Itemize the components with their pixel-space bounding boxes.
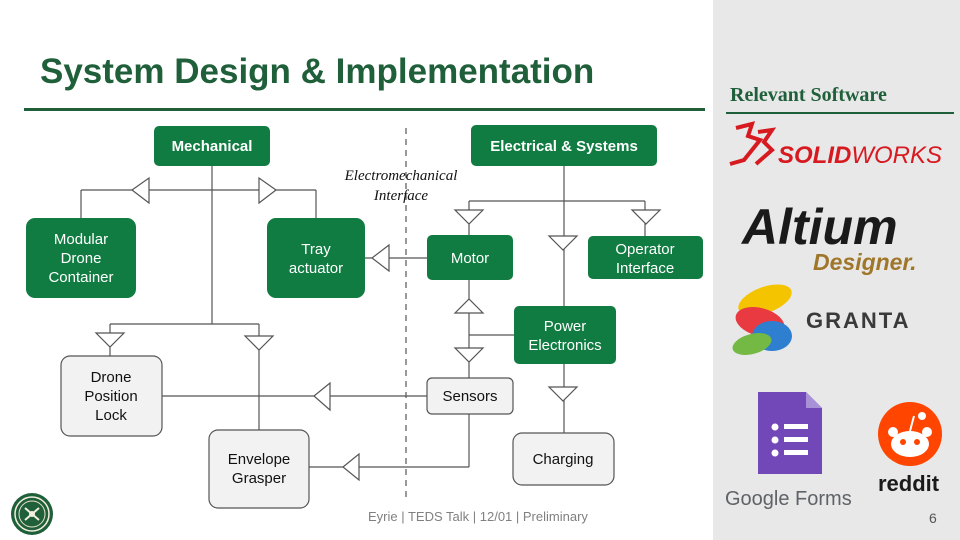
- svg-text:GRANTA: GRANTA: [806, 308, 910, 333]
- svg-text:Lock: Lock: [95, 407, 127, 424]
- node-operator-interface: Operator Interface: [588, 236, 703, 279]
- svg-text:Sensors: Sensors: [442, 388, 497, 405]
- svg-text:Electronics: Electronics: [528, 337, 601, 354]
- altium-logo: Altium Designer.: [740, 199, 917, 275]
- reddit-logo: reddit: [878, 402, 942, 496]
- svg-text:Interface: Interface: [616, 260, 674, 277]
- slide-title: System Design & Implementation: [40, 52, 595, 91]
- granta-logo: GRANTA: [732, 284, 910, 355]
- svg-text:actuator: actuator: [289, 260, 343, 277]
- sidebar-title: Relevant Software: [730, 84, 887, 106]
- svg-text:Google Forms: Google Forms: [725, 488, 852, 510]
- svg-text:Drone: Drone: [61, 250, 102, 267]
- svg-text:Altium: Altium: [740, 199, 898, 255]
- node-motor: Motor: [427, 235, 513, 280]
- node-tray-actuator: Tray actuator: [267, 218, 365, 298]
- svg-text:Container: Container: [48, 269, 113, 286]
- node-drone-position-lock: Drone Position Lock: [60, 355, 163, 437]
- reddit-alien-icon: [878, 402, 942, 466]
- node-electrical-systems: Electrical & Systems: [471, 125, 657, 166]
- svg-text:Envelope: Envelope: [228, 451, 291, 468]
- google-forms-icon: [758, 392, 822, 474]
- page-number: 6: [929, 510, 937, 526]
- title-divider: [24, 108, 705, 111]
- solidworks-logo: SOLIDWORKS: [729, 121, 942, 169]
- slide-footer: Eyrie | TEDS Talk | 12/01 | Preliminary: [368, 509, 588, 524]
- interface-label: Electromechanical: [344, 168, 458, 184]
- node-power-electronics: Power Electronics: [514, 306, 616, 364]
- svg-text:Motor: Motor: [451, 250, 489, 267]
- granta-mark-icon: [732, 284, 792, 355]
- diagram-arrows: [94, 176, 662, 482]
- eyrie-badge-icon: [11, 493, 53, 535]
- node-sensors: Sensors: [426, 377, 514, 415]
- svg-text:Tray: Tray: [301, 241, 331, 258]
- svg-text:Charging: Charging: [533, 451, 594, 468]
- svg-text:Grasper: Grasper: [232, 470, 286, 487]
- node-charging: Charging: [512, 432, 615, 486]
- svg-text:SOLIDWORKS: SOLIDWORKS: [778, 142, 942, 169]
- svg-text:Electrical & Systems: Electrical & Systems: [490, 138, 638, 155]
- svg-text:Drone: Drone: [91, 369, 132, 386]
- svg-text:reddit: reddit: [878, 471, 940, 496]
- svg-text:Operator: Operator: [615, 241, 674, 258]
- google-forms-logo: Google Forms: [725, 392, 852, 510]
- svg-text:Mechanical: Mechanical: [172, 138, 253, 155]
- svg-text:Designer.: Designer.: [813, 249, 917, 275]
- node-mechanical: Mechanical: [154, 126, 270, 166]
- svg-text:Power: Power: [544, 318, 587, 335]
- interface-label-2: Interface: [373, 188, 428, 204]
- ds-mark-icon: [729, 121, 777, 166]
- sidebar-divider: [726, 112, 954, 114]
- node-modular-drone-container: Modular Drone Container: [26, 218, 136, 298]
- node-envelope-grasper: Envelope Grasper: [208, 429, 310, 509]
- svg-text:Position: Position: [84, 388, 137, 405]
- svg-text:Modular: Modular: [54, 231, 108, 248]
